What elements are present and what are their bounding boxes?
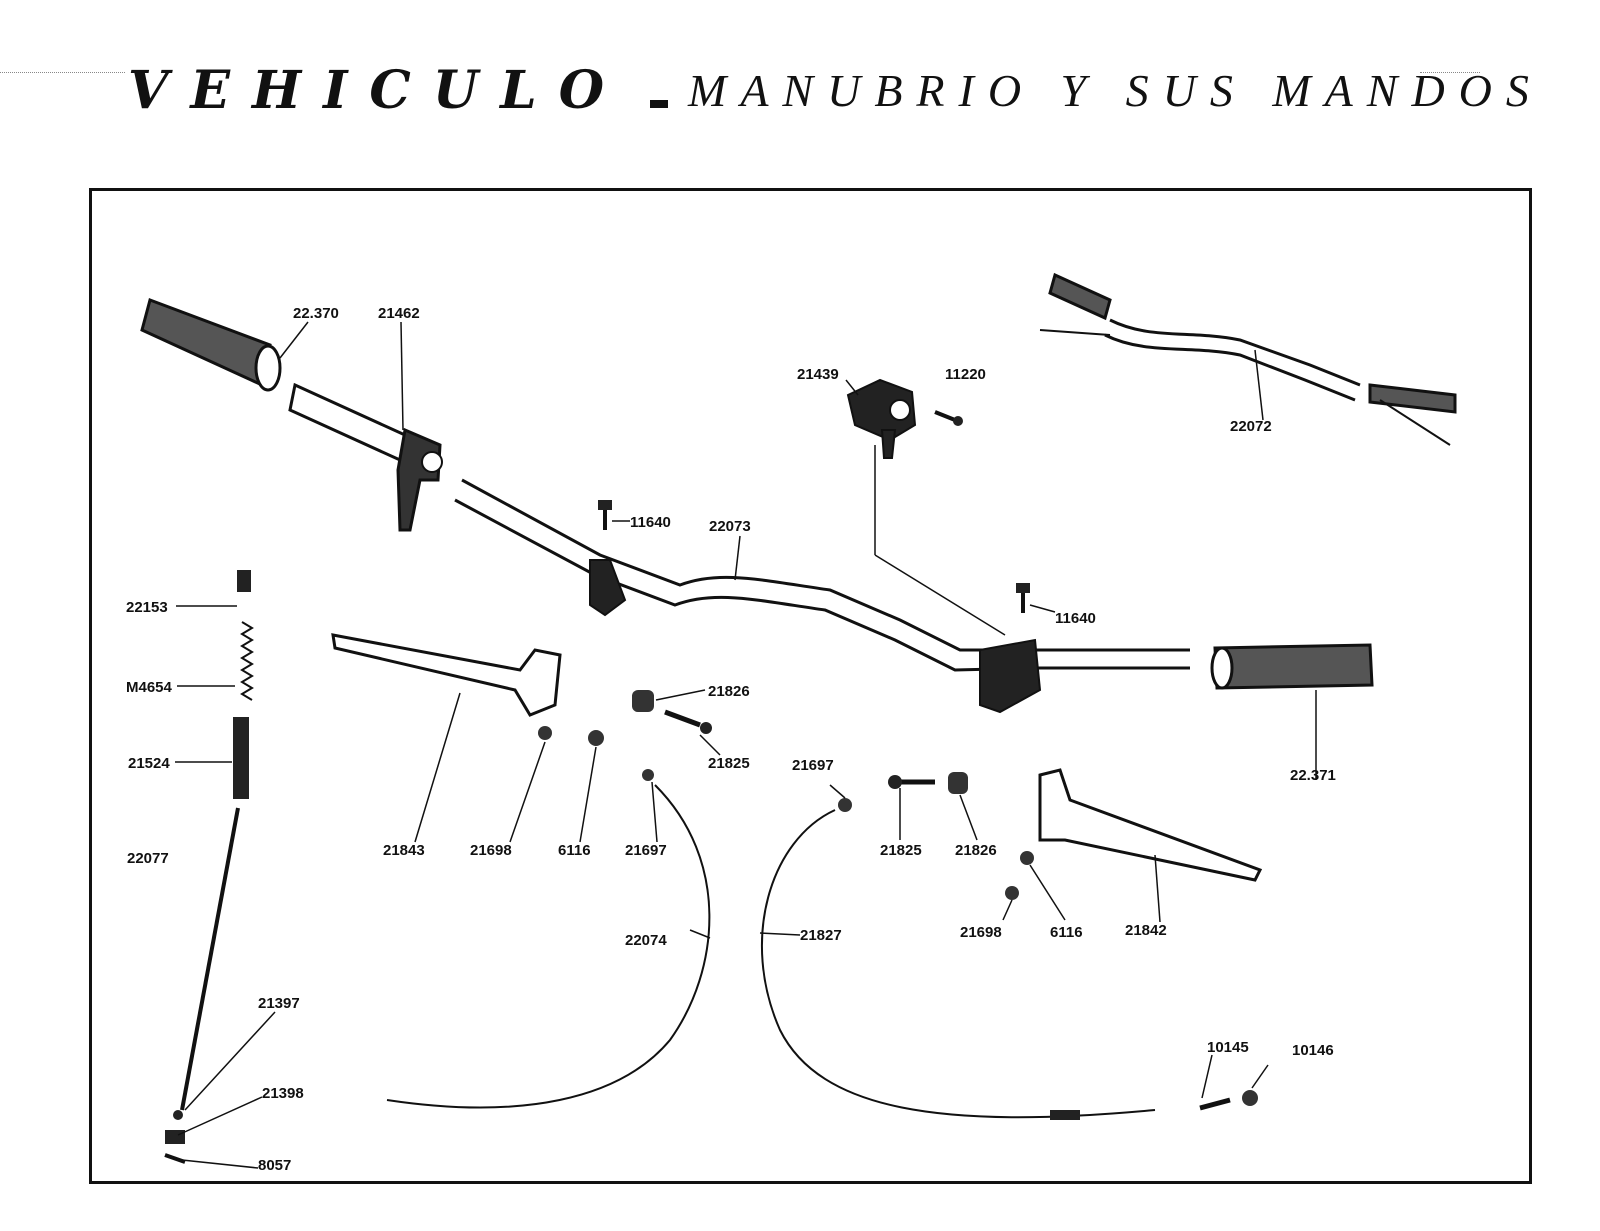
nut-10146 — [1242, 1090, 1258, 1106]
assembled-handlebar-thumbnail — [1039, 272, 1457, 446]
screw-11640-b — [1016, 583, 1030, 613]
clip-21697-b — [838, 798, 852, 812]
label-10145: 10145 — [1207, 1039, 1249, 1056]
label-21843: 21843 — [383, 842, 425, 859]
label-11220: 11220 — [945, 366, 986, 383]
page-header: VEHICULO MANUBRIO Y SUS MANDOS — [0, 42, 1600, 132]
label-21698-a: 21698 — [470, 842, 512, 859]
adjuster-21826-b — [948, 772, 968, 794]
rod-assembly — [164, 570, 254, 1164]
label-21462: 21462 — [378, 305, 420, 322]
title-dash — [650, 100, 668, 108]
label-21439: 21439 — [797, 366, 839, 383]
nut-21698-a — [538, 726, 552, 740]
label-21825-a: 21825 — [708, 755, 750, 772]
adjuster-21826-a — [632, 690, 654, 712]
label-22370: 22.370 — [293, 305, 339, 322]
right-lever — [1038, 768, 1263, 882]
bolt-21825-a — [664, 709, 712, 734]
label-22371: 22.371 — [1290, 767, 1336, 784]
title-vehiculo: VEHICULO — [128, 60, 627, 121]
label-21524: 21524 — [128, 755, 170, 772]
nut-6116-a — [588, 730, 604, 746]
label-21827: 21827 — [800, 927, 842, 944]
label-22077: 22077 — [127, 850, 169, 867]
screw-10145 — [1199, 1097, 1231, 1111]
header-rule-right — [1420, 72, 1480, 73]
label-6116-b: 6116 — [1050, 924, 1083, 941]
main-handlebar — [454, 478, 1190, 714]
header-rule-left — [0, 72, 125, 73]
left-grip — [140, 298, 282, 392]
left-lever — [331, 633, 562, 717]
screw-11640-a — [598, 500, 612, 530]
label-21842: 21842 — [1125, 922, 1167, 939]
label-21397: 21397 — [258, 995, 300, 1012]
label-21826-b: 21826 — [955, 842, 997, 859]
label-22073: 22073 — [709, 518, 751, 535]
clip-21697-a — [642, 769, 654, 781]
cable-21827 — [760, 809, 1156, 1120]
label-22153: 22153 — [126, 599, 168, 616]
label-6116-a: 6116 — [558, 842, 591, 859]
title-subtitle: MANUBRIO Y SUS MANDOS — [688, 65, 1543, 116]
nut-21698-b — [1005, 886, 1019, 900]
label-21398: 21398 — [262, 1085, 304, 1102]
switch-block — [846, 378, 917, 459]
cable-22074 — [386, 784, 711, 1109]
label-m4654: M4654 — [126, 679, 173, 696]
label-11640-b: 11640 — [1055, 610, 1096, 627]
right-grip — [1210, 643, 1374, 690]
label-22072: 22072 — [1230, 418, 1272, 435]
label-8057: 8057 — [258, 1157, 291, 1174]
leader-lines — [175, 321, 1317, 1169]
label-11640-a: 11640 — [630, 514, 671, 531]
label-21825-b: 21825 — [880, 842, 922, 859]
screw-11220 — [934, 410, 963, 426]
label-22074: 22074 — [625, 932, 667, 949]
diagram-frame — [89, 188, 1532, 1184]
label-10146: 10146 — [1292, 1042, 1334, 1059]
label-21697-a: 21697 — [625, 842, 667, 859]
label-21826-a: 21826 — [708, 683, 750, 700]
nut-6116-b — [1020, 851, 1034, 865]
part-number-labels: 22.370 21462 21439 11220 22072 11640 220… — [126, 305, 1336, 1174]
label-21698-b: 21698 — [960, 924, 1002, 941]
bolt-21825-b — [888, 775, 935, 789]
throttle-assembly — [288, 382, 443, 532]
label-21697-b: 21697 — [792, 757, 834, 774]
